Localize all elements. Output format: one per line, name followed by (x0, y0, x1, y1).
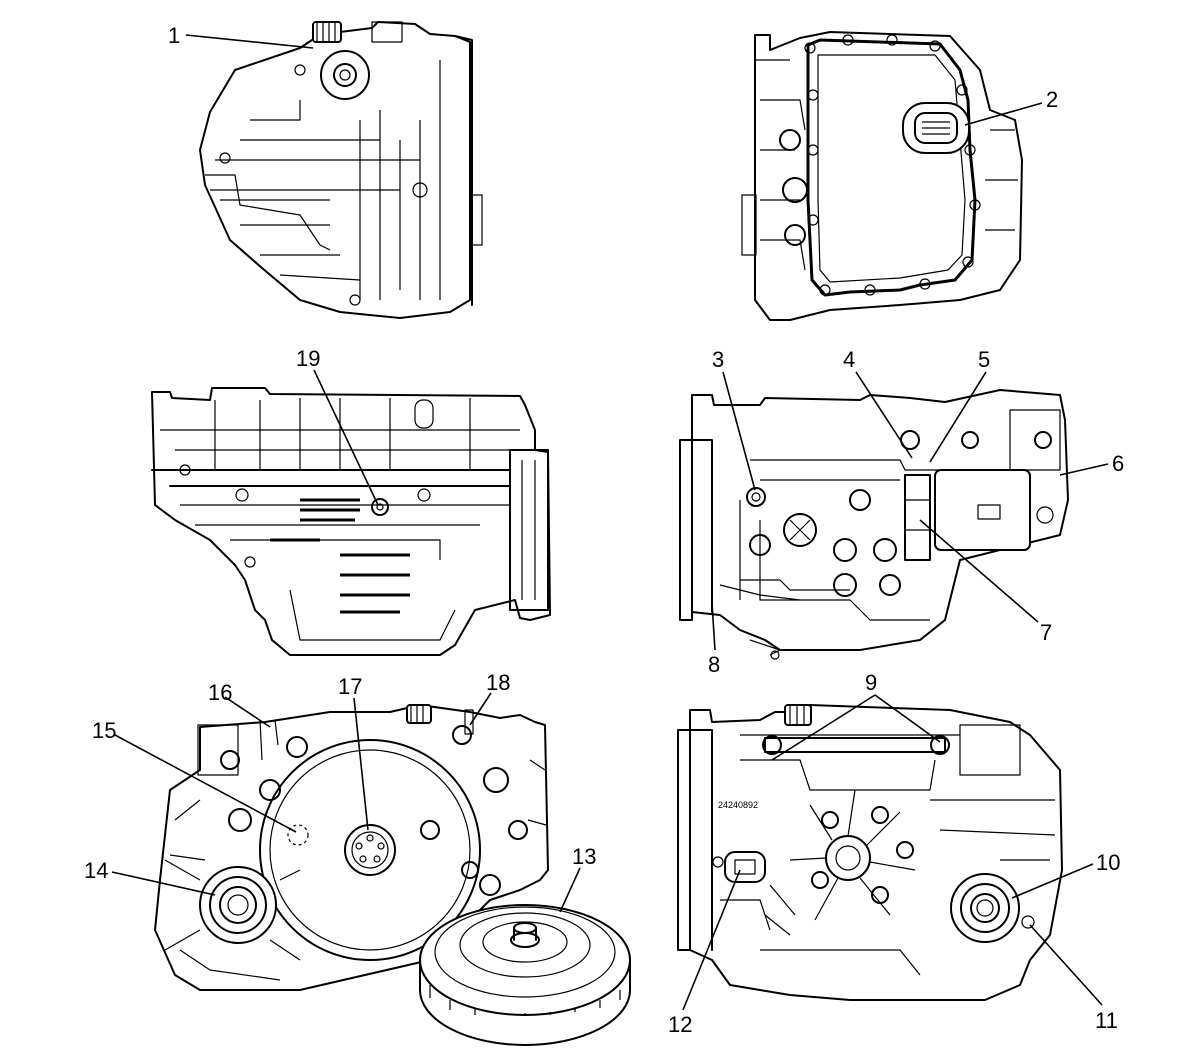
leader-7 (919, 519, 1039, 623)
leader-1 (185, 34, 314, 49)
callout-labels: 1 2 3 4 5 6 7 8 9 10 11 12 13 14 15 16 1… (84, 23, 1124, 1037)
leader-6 (1059, 463, 1109, 476)
leader-17 (353, 697, 369, 831)
leader-3 (722, 371, 756, 491)
leader-lines (111, 34, 1109, 1011)
leader-19 (313, 369, 379, 506)
callout-16: 16 (208, 680, 232, 705)
view-bottom-left-bellhousing (154, 704, 549, 991)
view-top-left-side (199, 21, 483, 319)
callout-18: 18 (486, 670, 510, 695)
view-middle-left-pan (151, 387, 551, 656)
view-top-right-cover (741, 31, 1023, 321)
callout-9: 9 (865, 670, 877, 695)
callout-7: 7 (1040, 620, 1052, 645)
callout-8: 8 (708, 652, 720, 677)
callout-5: 5 (978, 347, 990, 372)
callout-1: 1 (168, 23, 180, 48)
callout-2: 2 (1046, 87, 1058, 112)
leader-4 (855, 371, 913, 459)
leader-8 (711, 602, 716, 651)
leader-13 (559, 867, 581, 913)
leader-14 (111, 871, 216, 896)
leader-9a (771, 694, 876, 761)
leader-16 (224, 696, 271, 728)
callout-11: 11 (1095, 1008, 1118, 1033)
callout-15: 15 (92, 718, 116, 743)
leader-18 (469, 692, 492, 726)
leader-15 (114, 734, 297, 833)
leader-2 (964, 102, 1043, 126)
leader-11 (1029, 924, 1103, 1006)
callout-6: 6 (1112, 451, 1124, 476)
callout-10: 10 (1096, 850, 1120, 875)
view-bottom-right-rear: 24240892 (677, 704, 1063, 1001)
callout-3: 3 (712, 347, 724, 372)
part-stamp: 24240892 (718, 800, 758, 810)
view-middle-right-valve (679, 389, 1069, 660)
callout-14: 14 (84, 858, 108, 883)
callout-17: 17 (338, 674, 362, 699)
torque-converter (419, 904, 631, 1046)
callout-13: 13 (572, 844, 596, 869)
leader-12 (682, 869, 741, 1011)
leader-10 (1011, 863, 1094, 899)
callout-19: 19 (296, 346, 320, 371)
callout-4: 4 (843, 347, 855, 372)
callout-12: 12 (668, 1012, 692, 1037)
leader-5 (929, 371, 987, 463)
leader-9b (874, 694, 941, 743)
